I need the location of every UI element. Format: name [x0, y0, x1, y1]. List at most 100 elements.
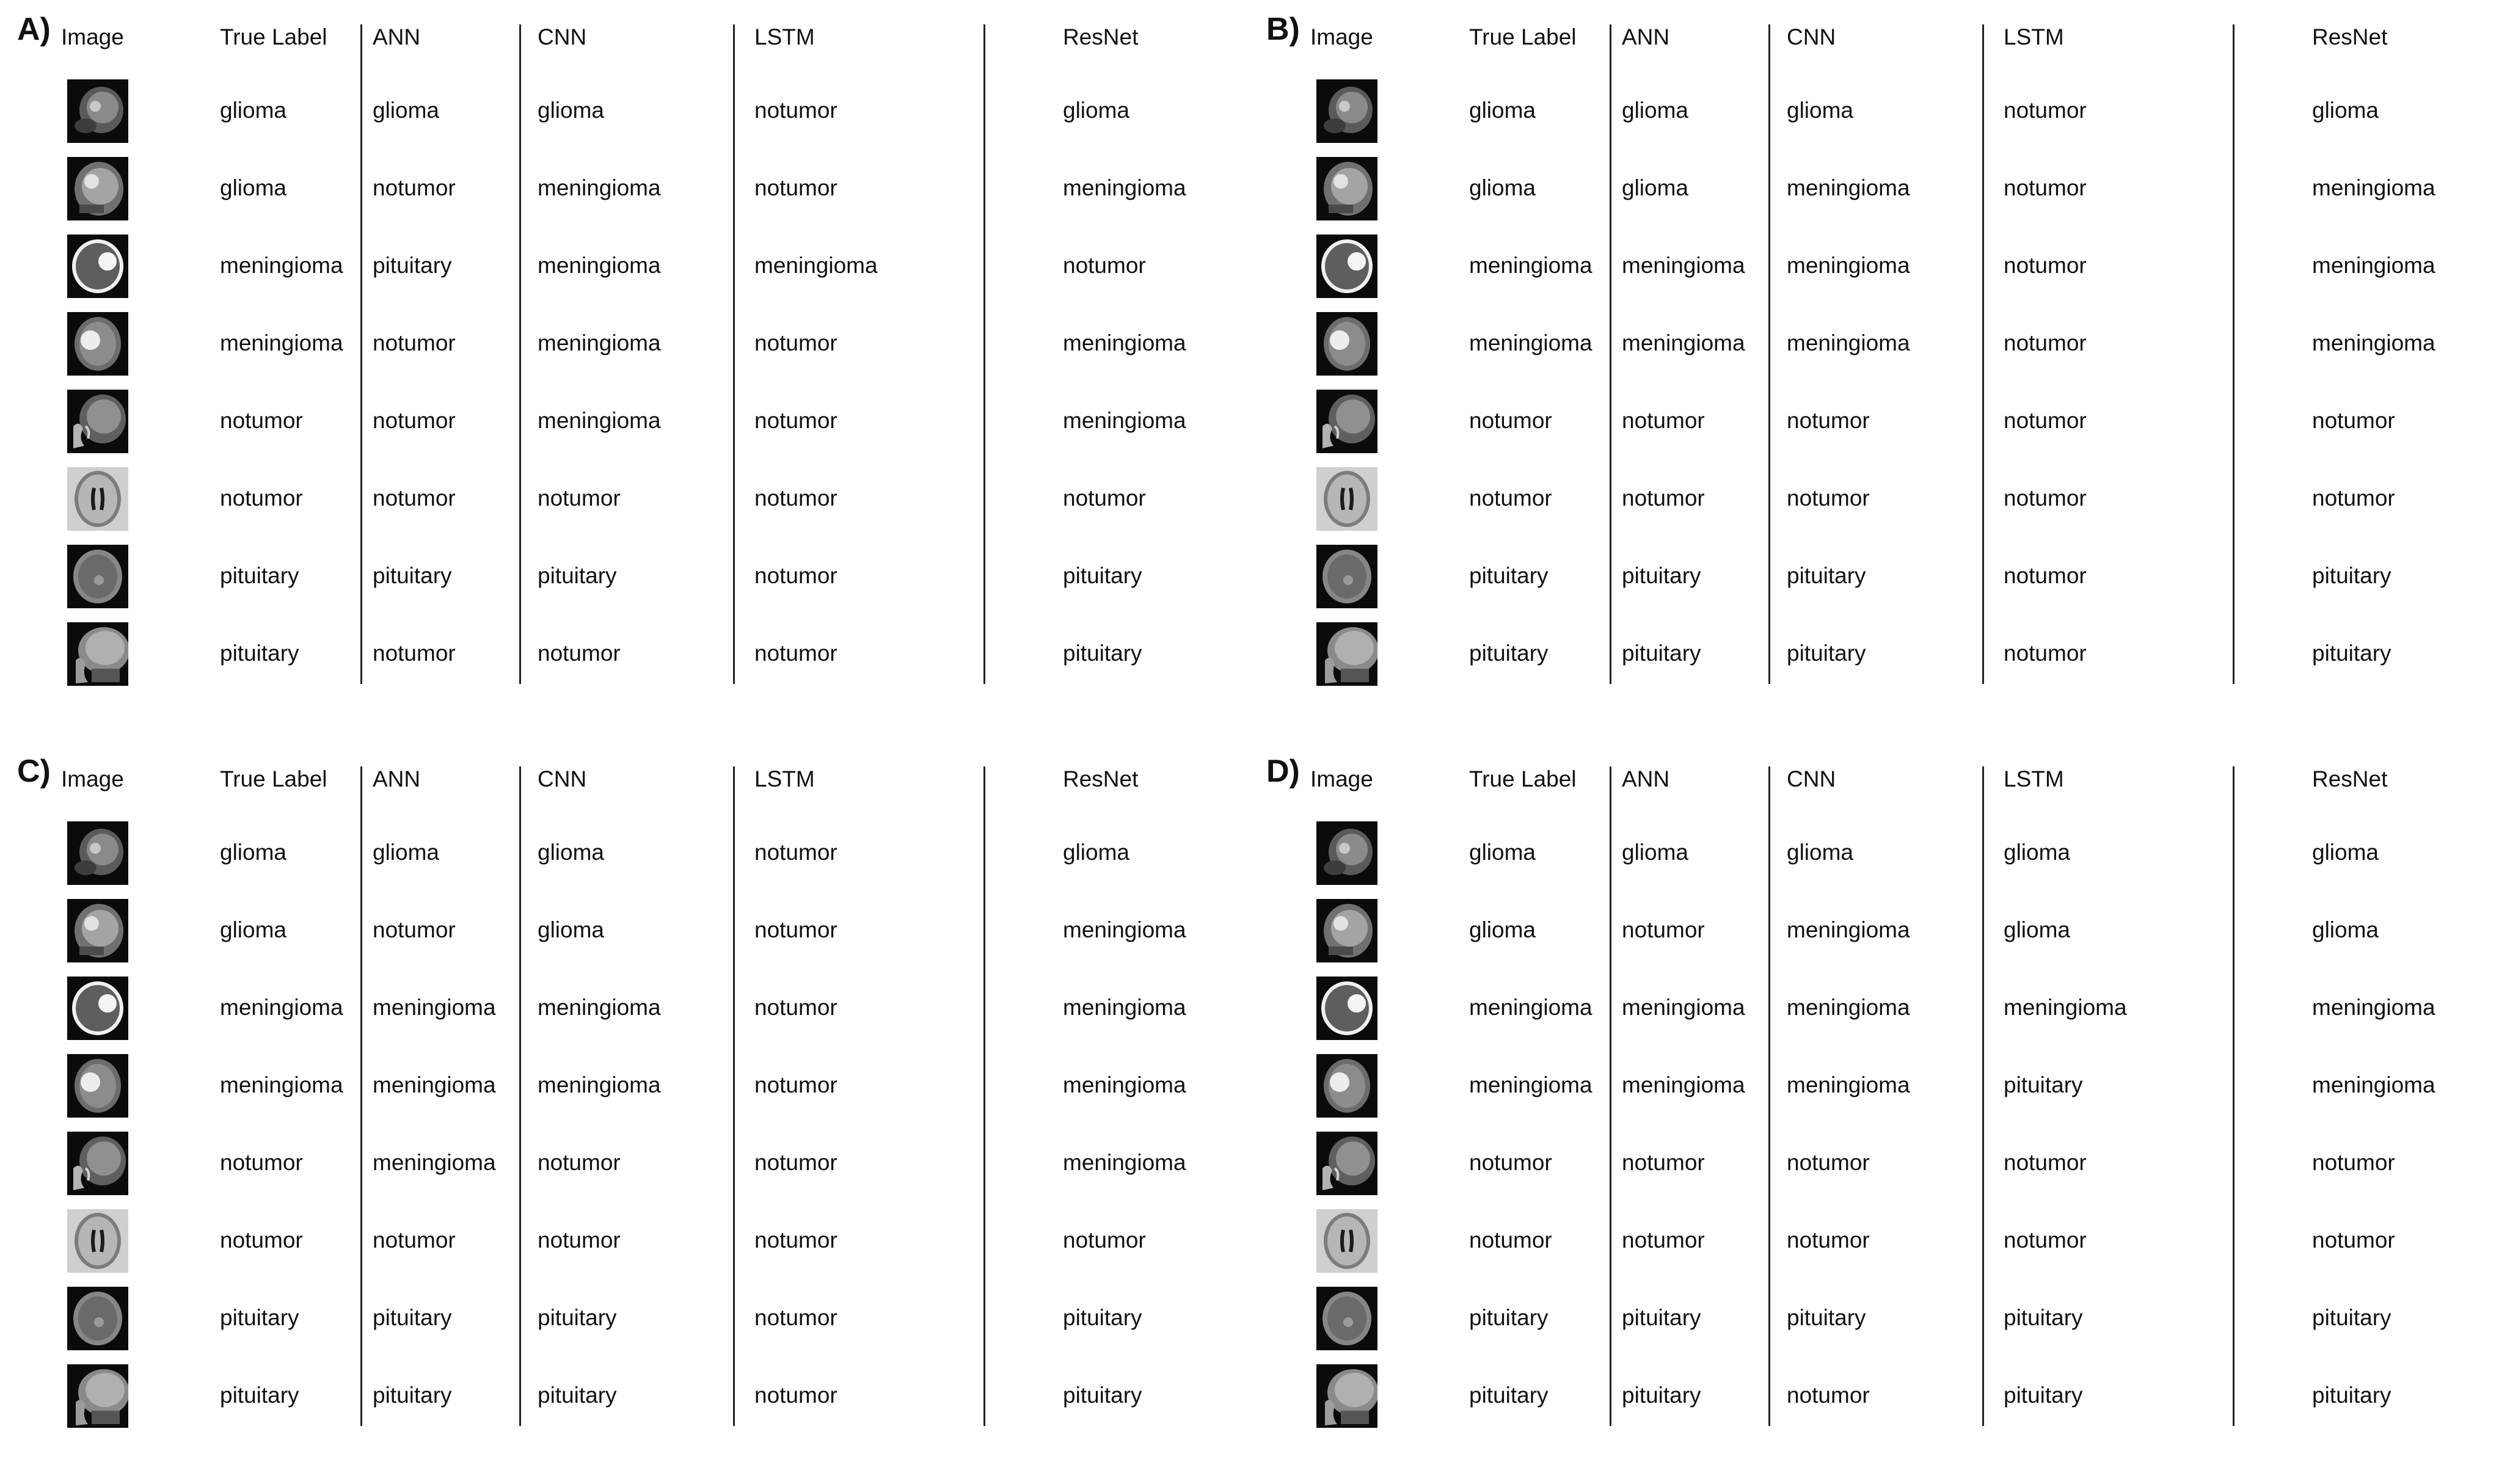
cnn-prediction-cell: meningioma — [538, 408, 661, 433]
ann-prediction-cell: pituitary — [373, 563, 452, 588]
ann-prediction-cell: pituitary — [1622, 641, 1701, 666]
ann-prediction-cell: pituitary — [1622, 1305, 1701, 1330]
resnet-prediction-cell: pituitary — [1063, 563, 1142, 588]
lstm-prediction-cell: notumor — [754, 175, 837, 200]
true-label-cell: glioma — [1469, 840, 1536, 865]
column-header: ANN — [1622, 766, 1670, 791]
resnet-prediction-cell: notumor — [2312, 1150, 2395, 1175]
resnet-prediction-cell: pituitary — [2312, 1383, 2391, 1408]
mri-thumbnail — [1316, 235, 1377, 298]
lstm-prediction-cell: notumor — [2004, 641, 2087, 666]
ann-prediction-cell: glioma — [1622, 175, 1688, 200]
cnn-prediction-cell: glioma — [1787, 98, 1853, 123]
resnet-prediction-cell: glioma — [1063, 840, 1129, 865]
resnet-prediction-cell: notumor — [1063, 486, 1146, 511]
column-header: CNN — [538, 24, 587, 49]
ann-prediction-cell: notumor — [373, 917, 456, 942]
resnet-prediction-cell: glioma — [2312, 98, 2379, 123]
lstm-prediction-cell: notumor — [754, 563, 837, 588]
cnn-prediction-cell: meningioma — [1787, 917, 1910, 942]
lstm-prediction-cell: pituitary — [2004, 1072, 2083, 1097]
ann-prediction-cell: meningioma — [373, 1150, 496, 1175]
column-header: Image — [61, 766, 124, 791]
cnn-prediction-cell: notumor — [538, 486, 621, 511]
column-header: True Label — [220, 766, 327, 791]
lstm-prediction-cell: notumor — [754, 1072, 837, 1097]
true-label-cell: pituitary — [220, 641, 299, 666]
resnet-prediction-cell: meningioma — [2312, 253, 2435, 278]
lstm-prediction-cell: notumor — [754, 408, 837, 433]
mri-thumbnail — [67, 1287, 128, 1350]
cnn-prediction-cell: notumor — [538, 1150, 621, 1175]
column-header: Image — [61, 24, 124, 49]
mri-thumbnail — [67, 1132, 128, 1195]
mri-thumbnail — [67, 622, 128, 686]
column-header: CNN — [538, 766, 587, 791]
true-label-cell: meningioma — [220, 1072, 343, 1097]
true-label-cell: pituitary — [220, 1305, 299, 1330]
column-divider — [1610, 766, 1611, 1426]
cnn-prediction-cell: notumor — [1787, 1383, 1870, 1408]
column-header: ResNet — [2312, 766, 2388, 791]
ann-prediction-cell: notumor — [373, 175, 456, 200]
cnn-prediction-cell: meningioma — [538, 1072, 661, 1097]
true-label-cell: glioma — [1469, 917, 1536, 942]
column-header: CNN — [1787, 766, 1836, 791]
resnet-prediction-cell: meningioma — [1063, 330, 1186, 355]
ann-prediction-cell: glioma — [373, 840, 439, 865]
resnet-prediction-cell: pituitary — [1063, 1305, 1142, 1330]
cnn-prediction-cell: meningioma — [1787, 175, 1910, 200]
column-divider — [983, 766, 985, 1426]
resnet-prediction-cell: meningioma — [2312, 995, 2435, 1020]
column-header: ANN — [373, 766, 421, 791]
resnet-prediction-cell: notumor — [1063, 1228, 1146, 1253]
mri-thumbnail — [67, 899, 128, 962]
true-label-cell: notumor — [220, 1228, 303, 1253]
true-label-cell: pituitary — [1469, 563, 1549, 588]
mri-thumbnail — [1316, 545, 1377, 608]
ann-prediction-cell: notumor — [1622, 1150, 1705, 1175]
ann-prediction-cell: meningioma — [1622, 995, 1745, 1020]
mri-thumbnail — [67, 79, 128, 143]
true-label-cell: notumor — [1469, 1228, 1552, 1253]
ann-prediction-cell: pituitary — [373, 1305, 452, 1330]
lstm-prediction-cell: notumor — [2004, 1228, 2087, 1253]
lstm-prediction-cell: notumor — [754, 995, 837, 1020]
resnet-prediction-cell: meningioma — [1063, 995, 1186, 1020]
mri-thumbnail — [1316, 1209, 1377, 1273]
column-header: LSTM — [754, 24, 815, 49]
column-header: True Label — [1469, 766, 1577, 791]
column-divider — [983, 24, 985, 684]
ann-prediction-cell: meningioma — [373, 1072, 496, 1097]
resnet-prediction-cell: notumor — [2312, 1228, 2395, 1253]
column-header: ResNet — [2312, 24, 2388, 49]
column-header: LSTM — [2004, 766, 2064, 791]
column-divider — [360, 766, 362, 1426]
resnet-prediction-cell: meningioma — [2312, 330, 2435, 355]
true-label-cell: glioma — [1469, 98, 1536, 123]
mri-thumbnail — [67, 545, 128, 608]
true-label-cell: meningioma — [1469, 1072, 1592, 1097]
column-header: ResNet — [1063, 766, 1139, 791]
ann-prediction-cell: glioma — [1622, 98, 1688, 123]
mri-thumbnail — [67, 235, 128, 298]
column-header: ANN — [1622, 24, 1670, 49]
mri-thumbnail — [1316, 977, 1377, 1040]
mri-thumbnail — [67, 312, 128, 376]
mri-thumbnail — [1316, 1364, 1377, 1428]
ann-prediction-cell: notumor — [373, 408, 456, 433]
lstm-prediction-cell: notumor — [754, 641, 837, 666]
cnn-prediction-cell: notumor — [1787, 486, 1870, 511]
cnn-prediction-cell: glioma — [1787, 840, 1853, 865]
mri-thumbnail — [1316, 1287, 1377, 1350]
column-header: CNN — [1787, 24, 1836, 49]
lstm-prediction-cell: notumor — [2004, 330, 2087, 355]
mri-thumbnail — [1316, 467, 1377, 531]
true-label-cell: glioma — [220, 917, 286, 942]
mri-thumbnail — [1316, 79, 1377, 143]
true-label-cell: notumor — [1469, 486, 1552, 511]
ann-prediction-cell: pituitary — [1622, 563, 1701, 588]
